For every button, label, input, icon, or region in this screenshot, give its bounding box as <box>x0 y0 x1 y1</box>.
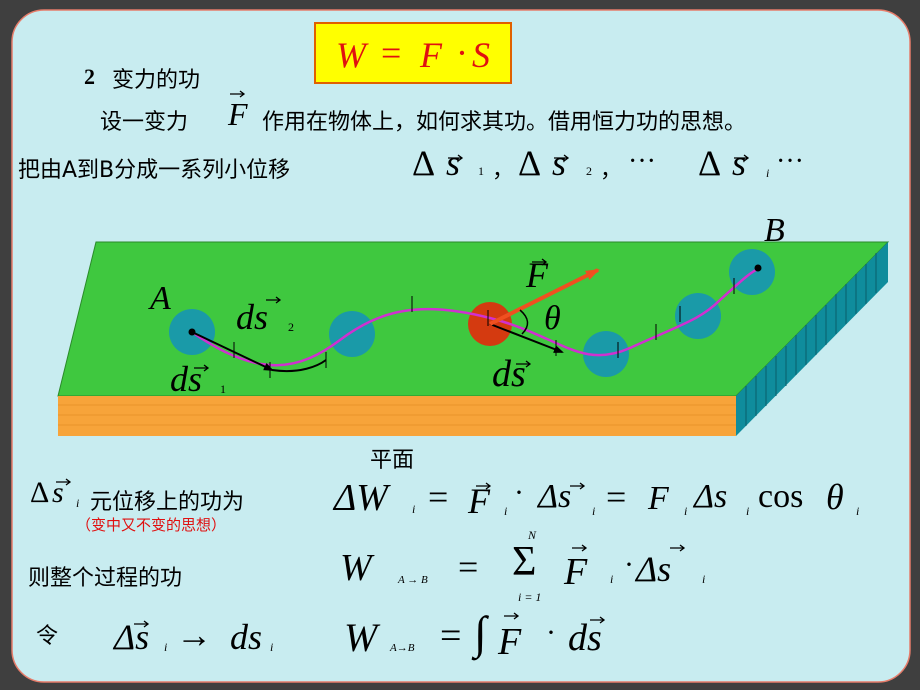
sub-2: 2 <box>586 164 592 178</box>
vector-marks <box>56 36 750 628</box>
element-work-label: 元位移上的功为 <box>90 490 245 515</box>
ew-cos: cos <box>758 478 804 515</box>
dots-1: ··· <box>628 146 656 177</box>
ew-eq1: = <box>428 477 449 517</box>
theta-arc <box>519 309 529 335</box>
label-ds2-sub: 2 <box>288 320 294 334</box>
limit-ds: Δs <box>114 617 150 657</box>
plane-front-hatch <box>58 404 736 426</box>
tw-sum-lower: i = 1 <box>518 590 542 604</box>
line2-text: 把由A到B分成一系列小位移 <box>18 152 290 184</box>
force-arrow <box>489 268 600 326</box>
ew-delta: Δ <box>30 476 50 509</box>
ew-lhs: ΔW <box>334 477 388 519</box>
s-1: s <box>446 143 461 183</box>
label-F: F <box>526 255 548 295</box>
label-B: B <box>764 212 785 249</box>
section-number: 2 <box>84 64 95 89</box>
limit-dsi: ds <box>230 617 263 657</box>
formula-eq: = <box>381 33 402 73</box>
limit-F: F <box>498 621 522 663</box>
limit-W: W <box>344 615 378 660</box>
line1-prefix: 设一变力 <box>100 110 189 135</box>
delta-i: Δ <box>698 143 722 183</box>
formula-S: S <box>472 35 490 75</box>
formula-dot: · <box>456 33 468 73</box>
limit-integral: ∫ <box>474 607 487 658</box>
ew-dot: · <box>514 476 524 509</box>
ew-eq2: = <box>606 477 627 517</box>
tw-F-sub: i <box>610 572 614 586</box>
tw-W: W <box>340 547 372 589</box>
ds2-segment <box>271 359 327 372</box>
limit-ds-vec: ds <box>568 617 602 659</box>
ew-F2-sub: i <box>684 504 688 518</box>
work-formula-box <box>314 22 512 84</box>
sub-i: i <box>766 166 770 180</box>
ew-F: F <box>468 481 490 521</box>
label-ds1-sub: 1 <box>220 382 226 396</box>
limit-dot: · <box>546 616 556 649</box>
limit-eq: = <box>440 615 462 657</box>
tw-ds: Δs <box>636 549 672 589</box>
tw-F: F <box>564 551 588 593</box>
label-A: A <box>150 280 171 317</box>
ew-F-sub: i <box>504 504 508 518</box>
delta-1: Δ <box>412 143 436 183</box>
ew-ds2: Δs <box>694 478 728 515</box>
ew-ds2-sub: i <box>746 504 750 518</box>
comma-2: ， <box>600 158 623 183</box>
tw-dot: · <box>624 548 634 581</box>
ew-s: s <box>52 476 64 509</box>
label-ds: ds <box>492 353 526 395</box>
ew-theta: θ <box>826 477 844 517</box>
tw-W-sub: A → B <box>398 574 428 586</box>
ds1-arrow <box>191 331 274 371</box>
tw-ds-sub: i <box>702 572 706 586</box>
limit-label: 令 <box>36 624 59 649</box>
plane-front <box>58 396 736 436</box>
tw-sum-upper: N <box>528 528 537 542</box>
total-work-label: 则整个过程的功 <box>28 566 183 591</box>
s-i: s <box>732 143 747 183</box>
ew-theta-sub: i <box>856 504 860 518</box>
label-ds1: ds <box>170 359 203 399</box>
plane-side-hatch <box>745 253 877 426</box>
element-work-note: （变中又不变的思想） <box>76 516 227 534</box>
ew-lhs-sub: i <box>412 502 416 516</box>
label-ds2: ds <box>236 297 269 337</box>
plane-side <box>736 242 888 436</box>
line1-symbol-F: F <box>228 96 248 132</box>
tw-eq: = <box>458 547 479 587</box>
delta-2: Δ <box>518 143 542 183</box>
point-A <box>188 328 196 336</box>
sphere-2 <box>329 311 375 357</box>
plane-caption: 平面 <box>370 448 415 473</box>
formula-W: W <box>336 35 366 75</box>
sub-1: 1 <box>478 164 484 178</box>
ew-ds-sub: i <box>592 504 596 518</box>
s-2: s <box>552 143 567 183</box>
formula-F: F <box>420 35 442 75</box>
limit-dsi-sub: i <box>270 640 274 654</box>
ew-F2: F <box>648 480 669 517</box>
comma-1: ， <box>492 158 515 183</box>
dots-2: ··· <box>776 146 804 177</box>
ew-ds: Δs <box>538 478 572 515</box>
label-theta: θ <box>544 300 561 337</box>
point-B <box>754 264 762 272</box>
ew-sub-i: i <box>76 496 80 510</box>
ds-arrow <box>489 323 564 353</box>
limit-W-sub: A→B <box>390 642 415 654</box>
tw-sigma: Σ <box>512 539 537 585</box>
line2-label: 把由A到B分成一系列小位移 <box>18 158 291 183</box>
line1-suffix: 作用在物体上，如何求其功。借用恒力功的思想。 <box>262 110 747 135</box>
section-title: 变力的功 <box>112 68 201 93</box>
limit-ds-sub: i <box>164 640 168 654</box>
limit-arrow: → <box>176 615 212 655</box>
